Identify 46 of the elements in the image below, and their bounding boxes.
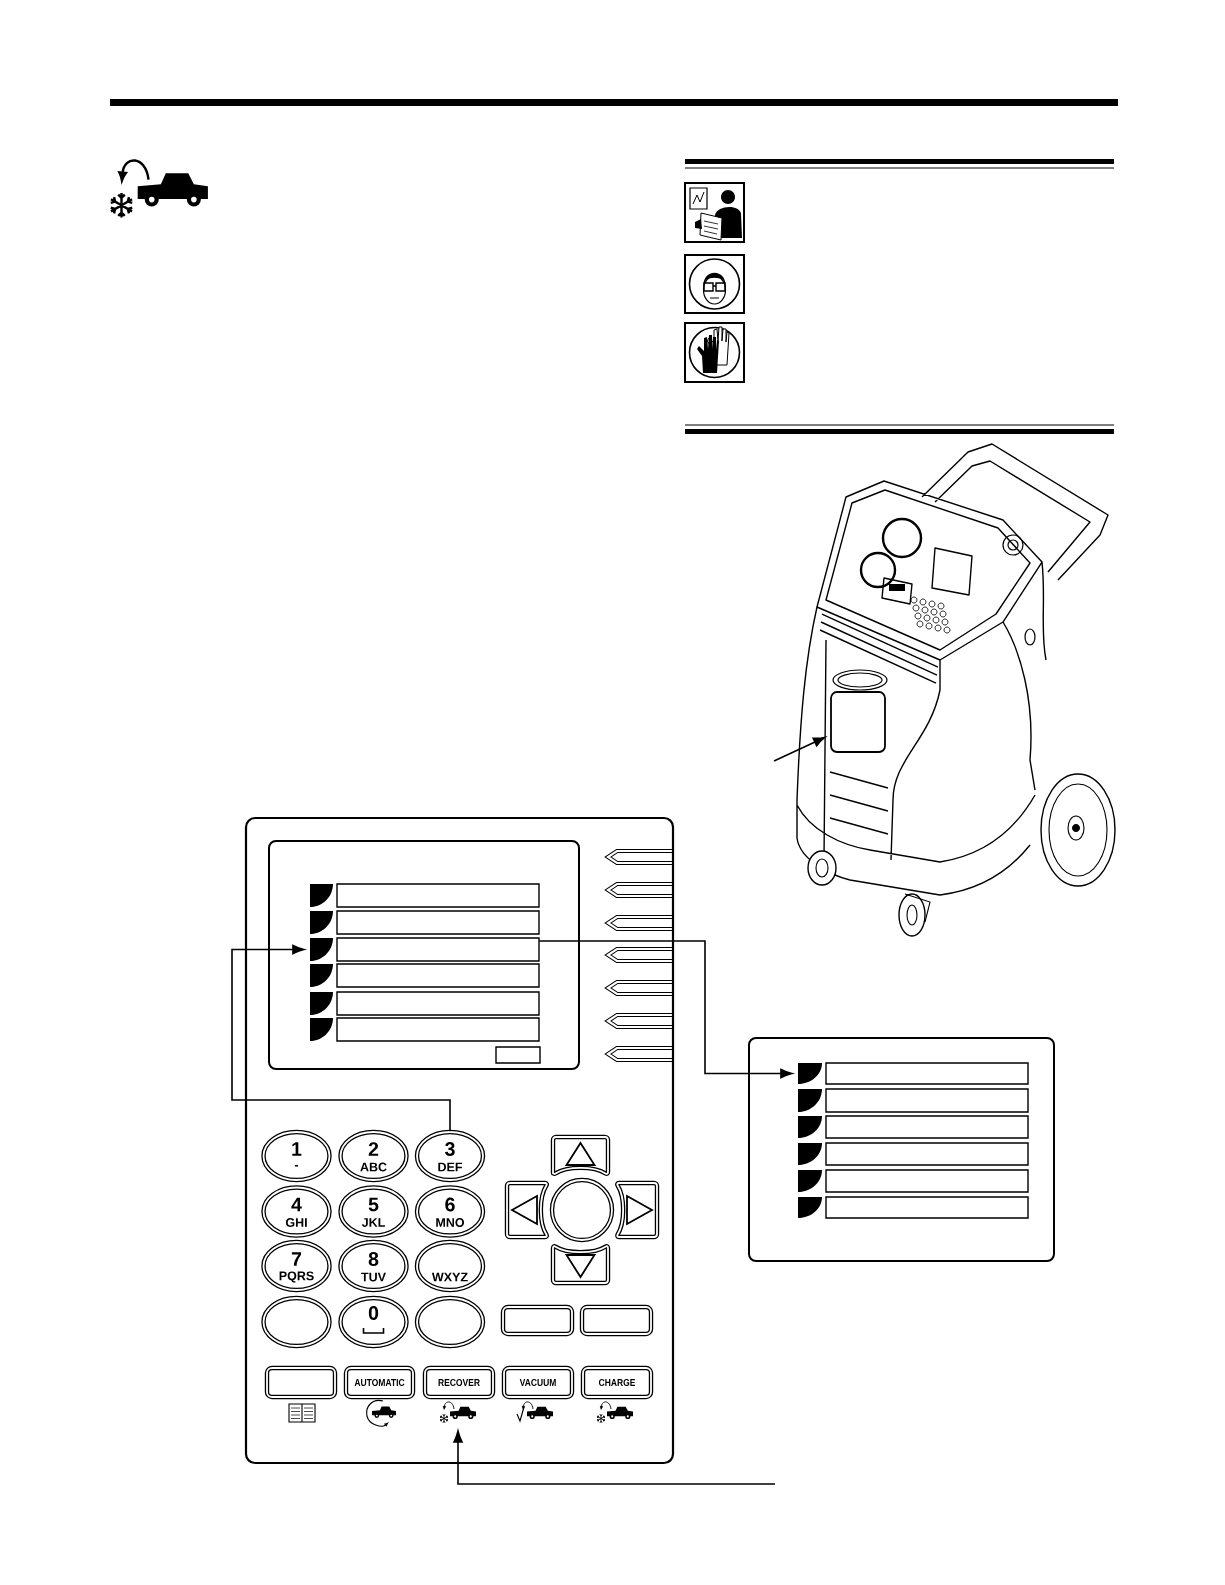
key: [500, 1304, 575, 1337]
menu-item: [310, 883, 540, 908]
keypad-key: 1 -: [261, 1129, 332, 1183]
window-panel: [830, 691, 886, 753]
leader-arrow: [773, 736, 826, 762]
menu-item: [310, 937, 540, 962]
menu-box: [748, 1037, 1055, 1262]
keypad-key: 3 DEF: [414, 1129, 486, 1183]
keypad-key: 8 TUV: [338, 1239, 409, 1293]
function-key: CHARGE: [580, 1365, 654, 1400]
display-screen: [268, 840, 580, 1070]
function-key: [264, 1365, 338, 1400]
connector-arrow: [231, 944, 451, 1133]
menu-item: [798, 1115, 1029, 1139]
keypad-key: [414, 1295, 486, 1349]
keypad-key: [261, 1295, 332, 1349]
menu-item: [798, 1169, 1029, 1193]
connector-arrow: [538, 940, 793, 1079]
keypad-key: 0: [338, 1295, 409, 1349]
function-key: RECOVER: [422, 1365, 496, 1400]
keypad-key: WXYZ: [414, 1239, 486, 1293]
keypad-panel: [244, 816, 675, 1465]
function-key: AUTOMATIC: [343, 1365, 416, 1400]
menu-item: [798, 1196, 1029, 1219]
menu-item: [310, 910, 540, 935]
menu-item: [310, 991, 540, 1016]
key: [579, 1304, 654, 1337]
arrow-key: [615, 1180, 660, 1240]
car-icon: [439, 1401, 476, 1424]
menu-item: [310, 963, 540, 988]
keypad-key: 5 JKL: [338, 1185, 409, 1238]
arrow-key: [550, 1244, 611, 1286]
keypad-key: 6 MNO: [414, 1185, 486, 1238]
menu-item: [798, 1062, 1029, 1085]
function-key: VACUUM: [501, 1365, 575, 1400]
arrow-key: [504, 1180, 549, 1240]
menu-item: [798, 1088, 1029, 1113]
keypad-key: 4 GHI: [261, 1185, 332, 1238]
keypad-key: 2 ABC: [338, 1129, 409, 1183]
screen-field: [495, 1046, 541, 1064]
round-key: [549, 1177, 615, 1243]
arrow-key: [550, 1134, 611, 1176]
pointer-arrow: [453, 1430, 776, 1485]
menu-item: [798, 1142, 1029, 1166]
keypad-key: 7 PQRS: [261, 1239, 332, 1293]
menu-item: [310, 1017, 540, 1042]
